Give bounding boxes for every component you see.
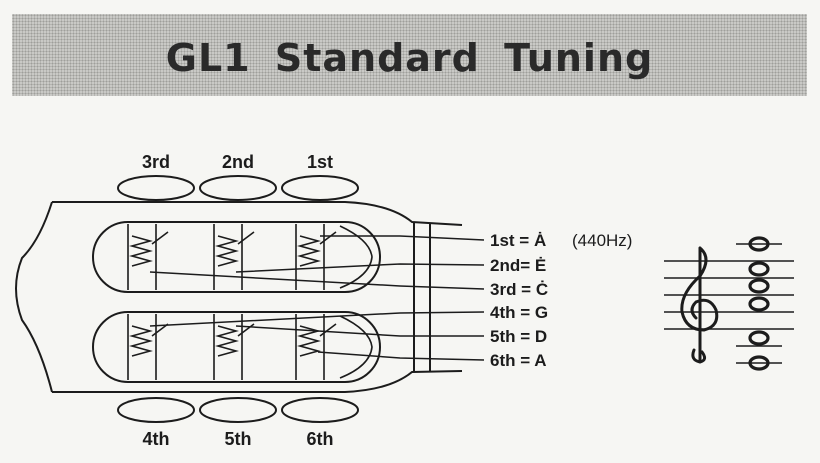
peg-label-4th: 4th	[143, 429, 170, 449]
peg-label-1st: 1st	[307, 152, 333, 172]
peg-4th	[117, 397, 195, 423]
string-1	[320, 235, 485, 241]
staff-notes	[748, 236, 770, 371]
string-label-2: 2nd= Ė	[490, 256, 546, 275]
string-label-5: 5th = D	[490, 327, 547, 346]
peg-label-5th: 5th	[225, 429, 252, 449]
string-label-1: 1st = Ȧ	[490, 231, 546, 250]
string-label-3: 3rd = Ċ	[490, 280, 548, 299]
string-2	[235, 263, 485, 273]
peg-label-2nd: 2nd	[222, 152, 254, 172]
title-band: GL1 Standard Tuning	[12, 14, 807, 96]
upper-slot-inner-curve	[339, 225, 373, 289]
peg-label-3rd: 3rd	[142, 152, 170, 172]
note-g	[748, 296, 770, 312]
string-label-6: 6th = A	[490, 351, 547, 370]
peg-5th	[199, 397, 277, 423]
string-freq-1: (440Hz)	[572, 231, 632, 250]
string-6	[317, 351, 485, 361]
note-a-low	[748, 355, 770, 371]
page-title: GL1 Standard Tuning	[165, 36, 654, 80]
string-5	[235, 325, 484, 337]
lower-slot-inner-curve	[339, 315, 373, 379]
note-c	[748, 278, 770, 294]
upper-rollers	[127, 224, 337, 290]
peg-1st	[281, 175, 359, 201]
note-e	[748, 261, 770, 277]
peg-3rd	[117, 175, 195, 201]
string-4	[149, 311, 485, 327]
headstock-outline	[15, 201, 463, 393]
top-pegs	[117, 175, 359, 201]
peg-6th	[281, 397, 359, 423]
bottom-pegs	[117, 397, 359, 423]
lower-rollers	[127, 314, 337, 380]
peg-2nd	[199, 175, 277, 201]
string-label-4: 4th = G	[490, 303, 548, 322]
guitar-strings	[149, 235, 485, 361]
string-3	[149, 271, 485, 290]
note-d	[748, 330, 770, 346]
note-a	[748, 236, 770, 252]
treble-clef-icon	[680, 246, 719, 364]
lower-slot	[92, 311, 381, 383]
peg-label-6th: 6th	[307, 429, 334, 449]
